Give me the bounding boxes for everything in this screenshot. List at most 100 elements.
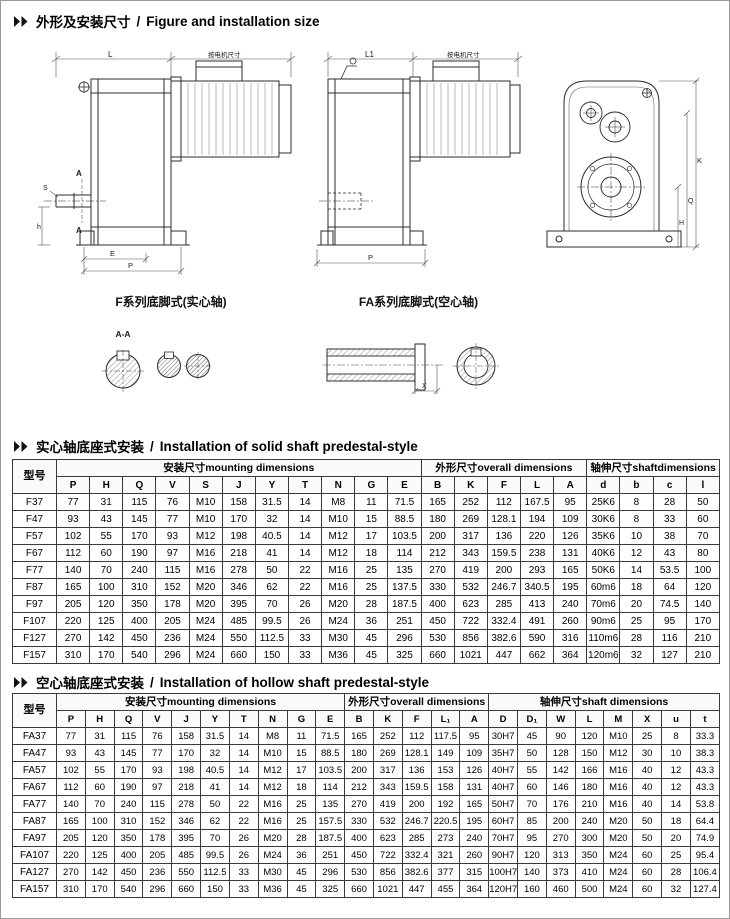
value-cell: 145 [122,510,157,528]
value-cell: 170 [113,761,144,779]
value-cell: 40 [632,795,663,813]
value-cell: 25 [354,578,389,596]
value-cell: 15 [286,744,317,762]
value-cell: 70m6 [586,595,621,613]
model-cell: FA47 [12,744,57,762]
value-cell: 102 [56,761,86,779]
value-cell: 178 [142,829,173,847]
value-cell: 310 [56,880,86,898]
value-cell: 158 [221,493,256,511]
value-cell: 178 [155,595,190,613]
value-cell: 50 [632,829,663,847]
value-cell: 220 [519,527,555,545]
model-cell: F157 [12,646,57,664]
value-cell: 159.5 [401,778,432,796]
model-cell: F127 [12,629,57,647]
value-cell: 112 [486,493,521,511]
value-cell: 33 [287,629,323,647]
value-cell: 18 [619,578,654,596]
value-cell: M10 [603,727,634,745]
value-cell: 128.1 [486,510,521,528]
value-cell: 192 [430,795,461,813]
value-cell: 220 [56,846,86,864]
value-cell: 450 [420,612,455,630]
value-cell: 325 [387,646,422,664]
value-cell: 125 [89,612,124,630]
value-cell: M16 [321,561,356,579]
value-cell: 55 [84,761,115,779]
value-cell: 195 [553,578,588,596]
value-cell: 220 [55,612,91,630]
value-cell: 110m6 [586,629,621,647]
value-cell: 43 [652,544,687,562]
value-cell: 103.5 [315,761,346,779]
column-header: J [221,476,256,494]
value-cell: 450 [344,846,374,864]
value-cell: 127.4 [689,880,721,898]
dim-label-E: E [110,249,115,258]
value-cell: 260 [459,846,490,864]
value-cell: 532 [453,578,488,596]
value-cell: 95 [553,493,588,511]
value-cell: 395 [171,829,202,847]
value-cell: 238 [519,544,555,562]
value-cell: 146 [545,778,576,796]
dimension-lines [411,365,441,395]
value-cell: 180 [574,778,605,796]
value-cell: 142 [545,761,576,779]
model-cell: F97 [12,595,57,613]
value-cell: 236 [142,863,173,881]
value-cell: 70 [84,795,115,813]
section-marker-icon [14,15,30,27]
value-cell: M10 [257,744,288,762]
section-cut-label-A-bottom: A [76,226,82,235]
value-cell: 40 [632,761,663,779]
value-cell: 12 [661,761,691,779]
value-cell: 31.5 [254,493,289,511]
figure-front-view: K Q H [546,77,702,251]
column-header: E [315,710,346,728]
value-cell: 70 [685,527,721,545]
value-cell: 246.7 [401,812,432,830]
value-cell: 33.3 [689,727,721,745]
value-cell: 140 [517,863,547,881]
model-cell: F47 [12,510,57,528]
value-cell: 340.5 [519,578,555,596]
value-cell: 100 [84,812,115,830]
value-cell: 530 [420,629,455,647]
column-header: l [685,476,721,494]
value-cell: 80 [685,544,721,562]
value-cell: 136 [486,527,521,545]
value-cell: 270 [55,629,91,647]
value-cell: 76 [155,493,190,511]
value-cell: 660 [221,646,256,664]
value-cell: 40.5 [200,761,230,779]
value-cell: 93 [155,527,190,545]
column-header: V [155,476,190,494]
column-header: G [286,710,317,728]
value-cell: 115 [142,795,173,813]
column-header: T [287,476,323,494]
value-cell: 35H7 [488,744,518,762]
value-cell: 346 [171,812,202,830]
value-cell: 413 [519,595,555,613]
value-cell: 120 [574,727,605,745]
column-header: B [420,476,455,494]
value-cell: 60 [632,880,663,898]
value-cell: 205 [155,612,190,630]
value-cell: 41 [200,778,230,796]
value-cell: 269 [453,510,488,528]
column-header: t [689,710,721,728]
value-cell: 273 [430,829,461,847]
value-cell: M30 [321,629,356,647]
value-cell: 190 [113,778,144,796]
value-cell: 236 [155,629,190,647]
value-cell: 30H7 [488,727,518,745]
value-cell: 140 [56,795,86,813]
model-cell: FA77 [12,795,57,813]
model-cell: F57 [12,527,57,545]
